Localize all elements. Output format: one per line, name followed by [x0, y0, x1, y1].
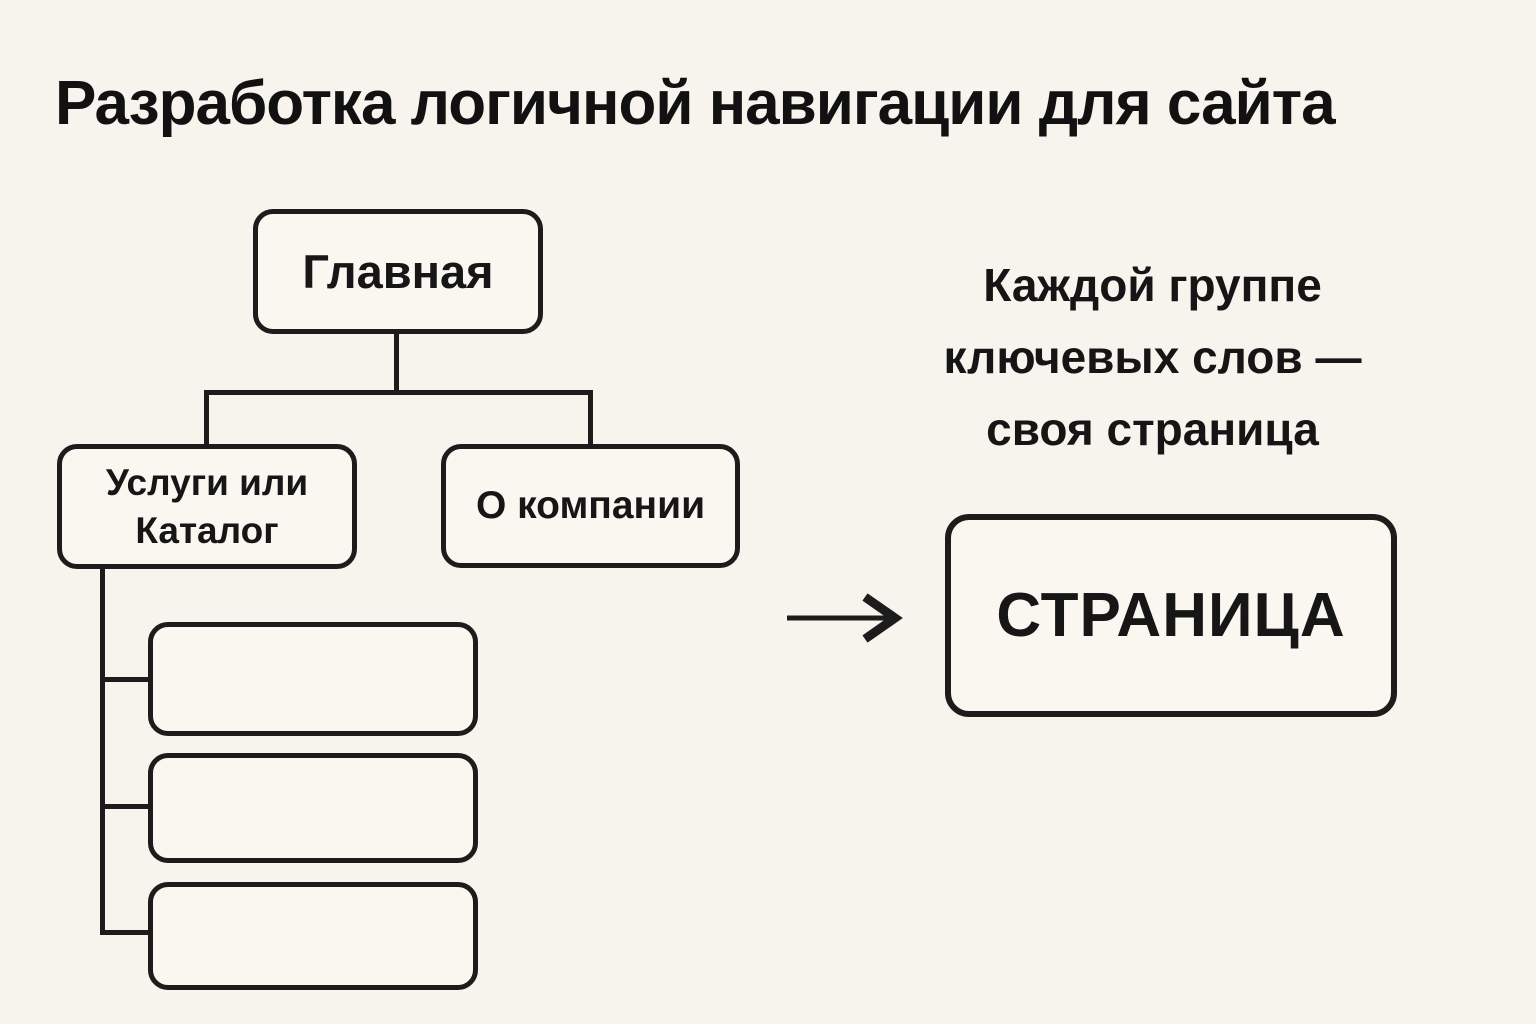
connector-subpage-1: [100, 677, 150, 682]
connector-subpages-trunk: [100, 566, 105, 935]
annotation-text: Каждой группе ключевых слов — своя стран…: [880, 250, 1425, 465]
annotation-line-1: Каждой группе: [983, 259, 1322, 311]
empty-page-box-1: [148, 622, 478, 736]
connector-subpage-2: [100, 804, 150, 809]
node-services-label: Услуги или Каталог: [105, 462, 309, 551]
page-result-label: СТРАНИЦА: [996, 581, 1346, 650]
connector-branch: [204, 390, 593, 395]
node-home: Главная: [253, 209, 543, 334]
connector-services-drop: [204, 390, 209, 447]
empty-page-box-2: [148, 753, 478, 863]
page-result-box: СТРАНИЦА: [945, 514, 1397, 717]
connector-subpage-3: [100, 930, 150, 935]
right-arrow-icon: [780, 590, 910, 646]
page-title: Разработка логичной навигации для сайта: [55, 69, 1336, 138]
node-about-label: О компании: [475, 484, 706, 527]
connector-home-down: [394, 332, 399, 394]
node-home-label: Главная: [302, 245, 494, 298]
annotation-line-3: своя страница: [986, 402, 1319, 455]
node-about: О компании: [441, 444, 740, 568]
empty-page-box-3: [148, 882, 478, 990]
connector-about-drop: [588, 390, 593, 447]
node-services: Услуги или Каталог: [57, 444, 357, 569]
annotation-line-2: ключевых слов —: [943, 330, 1362, 383]
